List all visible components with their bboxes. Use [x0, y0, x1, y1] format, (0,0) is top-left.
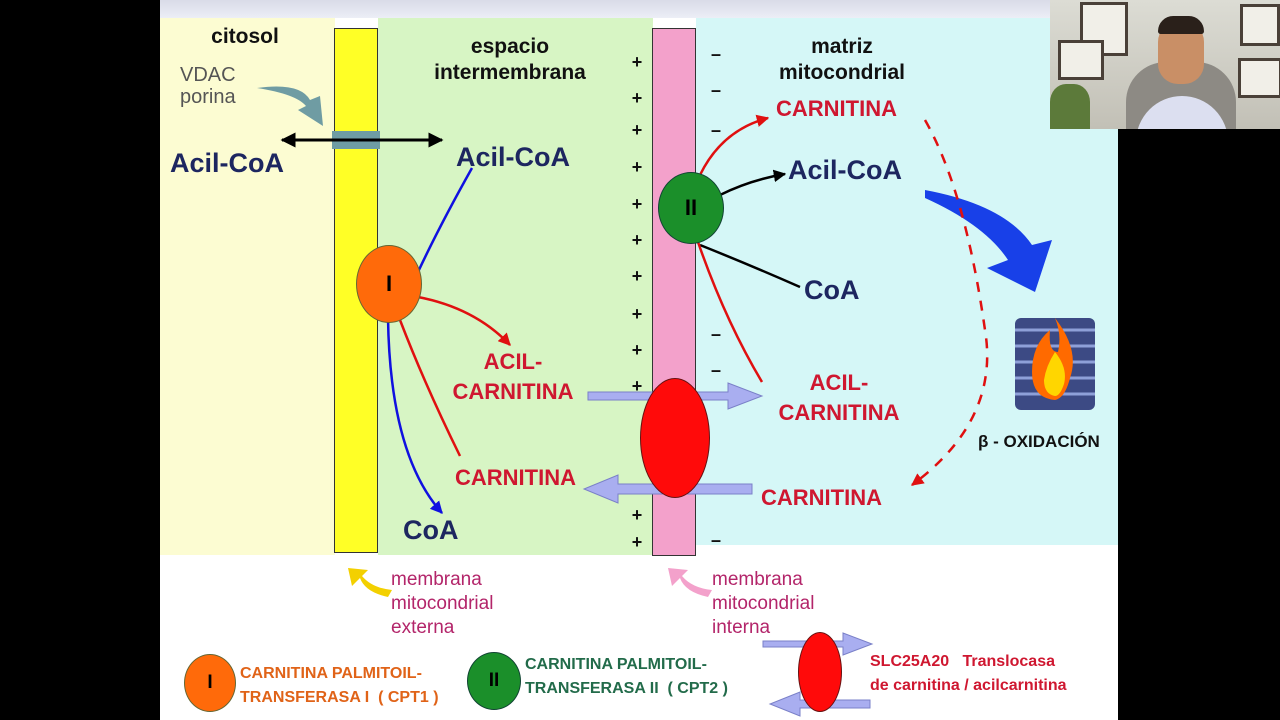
plus-sign: +: [631, 194, 643, 214]
coa-matrix-label: CoA: [804, 275, 860, 305]
plant: [1050, 84, 1090, 129]
minus-sign: –: [710, 80, 721, 100]
cpt1-enzyme: I: [356, 245, 422, 323]
minus-sign: –: [710, 324, 721, 344]
wall-frame: [1238, 58, 1280, 98]
legend-cpt2-text: CARNITINA PALMITOIL- TRANSFERASA II ( CP…: [525, 656, 728, 697]
cytosol-header: citosol: [211, 25, 279, 48]
inner-membrane-label: membrana mitocondrial interna: [712, 569, 815, 638]
plus-sign: +: [631, 52, 643, 72]
legend-cpt2-icon: II: [467, 652, 521, 710]
carnitina-recycle-dashed-arrow: [910, 119, 989, 487]
minus-sign: –: [710, 120, 721, 140]
plus-sign: +: [631, 120, 643, 140]
plus-sign: +: [631, 340, 643, 360]
inner-membrane-pointer-icon: [668, 568, 712, 597]
cpt2-to-coa-line: [699, 243, 801, 289]
beta-oxidation-flow-arrow: [925, 190, 1052, 292]
wall-frame: [1058, 40, 1104, 80]
acil-coa-to-cpt1-line: [416, 167, 474, 273]
cpt2-enzyme: II: [658, 172, 724, 244]
cpt2-mark: II: [684, 195, 698, 220]
legend-translocase-icon: [798, 632, 842, 712]
legend-cpt1-mark: I: [207, 672, 213, 693]
minus-sign: –: [710, 530, 721, 550]
matrix-header: matriz mitocondrial: [778, 35, 905, 84]
plus-sign: +: [631, 532, 643, 552]
carnitina-matrix-top-label: CARNITINA: [776, 96, 897, 121]
legend-cpt1-text: CARNITINA PALMITOIL- TRANSFERASA I ( CPT…: [240, 665, 439, 706]
vdac-label: VDAC porina: [180, 64, 236, 108]
acilcarnitina-matrix-label: ACIL- CARNITINA: [778, 370, 900, 425]
slide: citosol espacio intermembrana matriz mit…: [160, 0, 1118, 720]
cpt2-to-carnitina-arrow: [698, 114, 770, 176]
slide-top-band: [160, 0, 1118, 18]
carnitina-ims-label: CARNITINA: [455, 465, 576, 490]
legend-cpt1-icon: I: [184, 654, 236, 712]
plus-sign: +: [631, 88, 643, 108]
flame-icon: [1015, 318, 1095, 410]
legend-translocase-text: SLC25A20 Translocasa de carnitina / acil…: [870, 653, 1067, 694]
vdac-pointer-arrow: [257, 86, 323, 126]
intermembrane-header: espacio intermembrana: [434, 35, 586, 84]
plus-sign: +: [631, 230, 643, 250]
outer-membrane-label: membrana mitocondrial externa: [391, 569, 494, 638]
acil-coa-matrix-label: Acil-CoA: [788, 155, 902, 185]
webcam-video: [1050, 0, 1280, 129]
wall-frame: [1240, 4, 1280, 46]
acil-coa-cytosol-label: Acil-CoA: [170, 148, 284, 178]
legend-cpt2-mark: II: [488, 670, 500, 691]
cpt1-to-acilcarnitina-arrow: [417, 295, 511, 346]
cpt2-to-acil-coa-arrow: [719, 169, 787, 197]
presenter-hair: [1158, 16, 1204, 34]
minus-sign: –: [710, 360, 721, 380]
minus-sign: –: [710, 44, 721, 64]
plus-sign: +: [631, 505, 643, 525]
carnitina-to-cpt1-line: [398, 319, 462, 457]
outer-membrane-pointer-icon: [348, 568, 392, 597]
acilcarnitina-ims-label: ACIL- CARNITINA: [452, 349, 574, 404]
coa-ims-label: CoA: [403, 515, 459, 545]
translocase-carrier: [640, 378, 710, 498]
acil-coa-ims-label: Acil-CoA: [456, 142, 570, 172]
plus-sign: +: [631, 157, 643, 177]
cpt1-mark: I: [385, 271, 393, 296]
plus-sign: +: [631, 266, 643, 286]
acilcarnitina-to-cpt2-line: [696, 241, 764, 383]
plus-sign: +: [631, 304, 643, 324]
cpt1-to-coa-arrow: [386, 317, 443, 514]
plus-sign: +: [631, 376, 643, 396]
carnitina-matrix-bottom-label: CARNITINA: [761, 485, 882, 510]
beta-oxidation-label: β - OXIDACIÓN: [978, 432, 1100, 451]
mitochondrial-matrix-zone: [696, 18, 1118, 545]
intermembrane-space-zone: [378, 18, 653, 555]
